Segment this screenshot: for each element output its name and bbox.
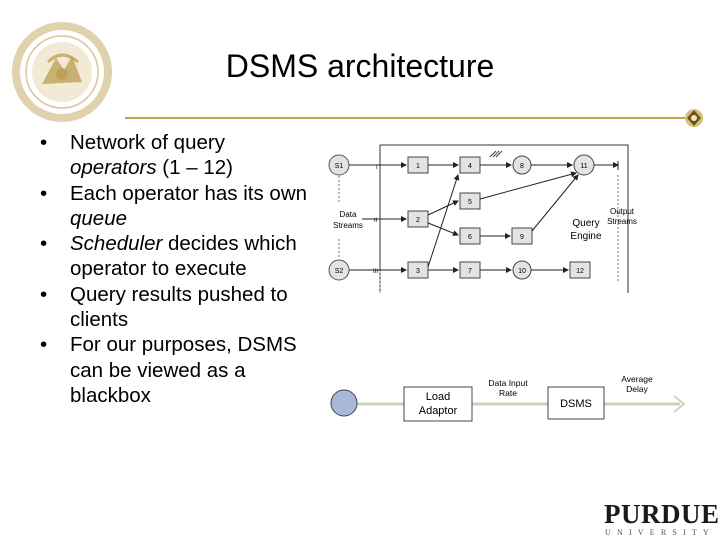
operator-4: 4	[459, 156, 481, 174]
bullet-text: Network of query	[70, 131, 225, 154]
bullet-text: queue	[70, 206, 128, 230]
output-streams-label-2: Streams	[607, 217, 637, 226]
source-s1: S1	[328, 154, 350, 176]
bullet-text: Query results pushed to clients	[70, 282, 288, 332]
svg-text:2: 2	[416, 217, 420, 224]
data-streams-label-2: Streams	[333, 221, 363, 230]
svg-text:10: 10	[518, 268, 526, 275]
logo-wordmark: PURDUE	[604, 499, 720, 529]
purdue-logo: PURDUE UNIVERSITY	[604, 499, 720, 540]
svg-text:DSMS: DSMS	[560, 398, 592, 410]
operator-6: 6	[459, 227, 481, 245]
svg-text:5: 5	[468, 199, 472, 206]
svg-text:7: 7	[468, 268, 472, 275]
operator-9: 9	[511, 227, 533, 245]
slide-title: DSMS architecture	[225, 48, 495, 84]
bullet-text: For our purposes, DSMS can be viewed as …	[70, 333, 297, 407]
svg-text:8: 8	[520, 163, 524, 170]
query-engine-label-2: Engine	[570, 231, 602, 242]
source-s2: S2	[328, 259, 350, 281]
dsms-box: DSMS	[547, 386, 605, 420]
query-network-diagram: S1 S2 Data Streams I II III 1 2 3	[328, 144, 637, 293]
bullet-text: Each operator has its own	[70, 181, 308, 205]
svg-text:Adaptor: Adaptor	[419, 405, 458, 417]
bullet-item: For our purposes, DSMS can be viewed as …	[28, 332, 313, 408]
data-input-rate-label-1: Data Input	[488, 378, 528, 388]
purdue-seal-icon	[12, 22, 112, 122]
svg-text:11: 11	[580, 163, 587, 170]
svg-text:I: I	[376, 165, 378, 171]
operator-10: 10	[512, 260, 532, 280]
svg-text:III: III	[373, 269, 378, 275]
data-streams-label-1: Data	[340, 210, 357, 219]
operator-1: 1	[407, 156, 429, 174]
average-delay-label-1: Average	[621, 374, 653, 384]
bullet-item: Scheduler decides which operator to exec…	[28, 231, 313, 282]
svg-text:9: 9	[520, 234, 524, 241]
operator-7: 7	[459, 261, 481, 279]
load-adaptor-box: Load Adaptor	[403, 386, 473, 422]
bullet-text: (1 – 12)	[156, 156, 233, 180]
svg-text:3: 3	[416, 268, 420, 275]
operator-8: 8	[512, 155, 532, 175]
bullet-list: Network of query operators (1 – 12)Each …	[28, 130, 313, 408]
svg-text:S1: S1	[335, 163, 344, 170]
svg-text:1: 1	[416, 163, 420, 170]
operator-5: 5	[459, 192, 481, 210]
bullet-text: decides which operator to execute	[70, 232, 297, 281]
svg-text:4: 4	[468, 163, 472, 170]
bullet-item: Network of query operators (1 – 12)	[28, 130, 313, 181]
logo-subtitle: UNIVERSITY	[605, 528, 715, 537]
bullet-item: Query results pushed to clients	[28, 282, 313, 333]
bullet-text: operators	[70, 156, 157, 180]
svg-text:6: 6	[468, 234, 472, 241]
client-node	[330, 389, 358, 417]
average-delay-label-2: Delay	[626, 384, 648, 394]
data-input-rate-label-2: Rate	[499, 388, 517, 398]
operator-12: 12	[569, 261, 591, 279]
operator-3: 3	[407, 261, 429, 279]
query-engine-label-1: Query	[572, 218, 599, 229]
griffin-ornament-icon	[685, 109, 703, 127]
operator-2: 2	[407, 210, 429, 228]
blackbox-diagram: Load Adaptor Data Input Rate DSMS Averag…	[330, 374, 686, 422]
operator-11: 11	[573, 154, 595, 176]
svg-text:Load: Load	[426, 391, 450, 403]
svg-text:S2: S2	[335, 268, 344, 275]
title-rule	[125, 117, 695, 119]
bullet-item: Each operator has its own queue	[28, 181, 313, 232]
svg-text:II: II	[374, 218, 378, 224]
bullet-text: Scheduler	[70, 232, 163, 256]
output-streams-label-1: Output	[610, 207, 635, 216]
svg-text:12: 12	[576, 268, 584, 275]
